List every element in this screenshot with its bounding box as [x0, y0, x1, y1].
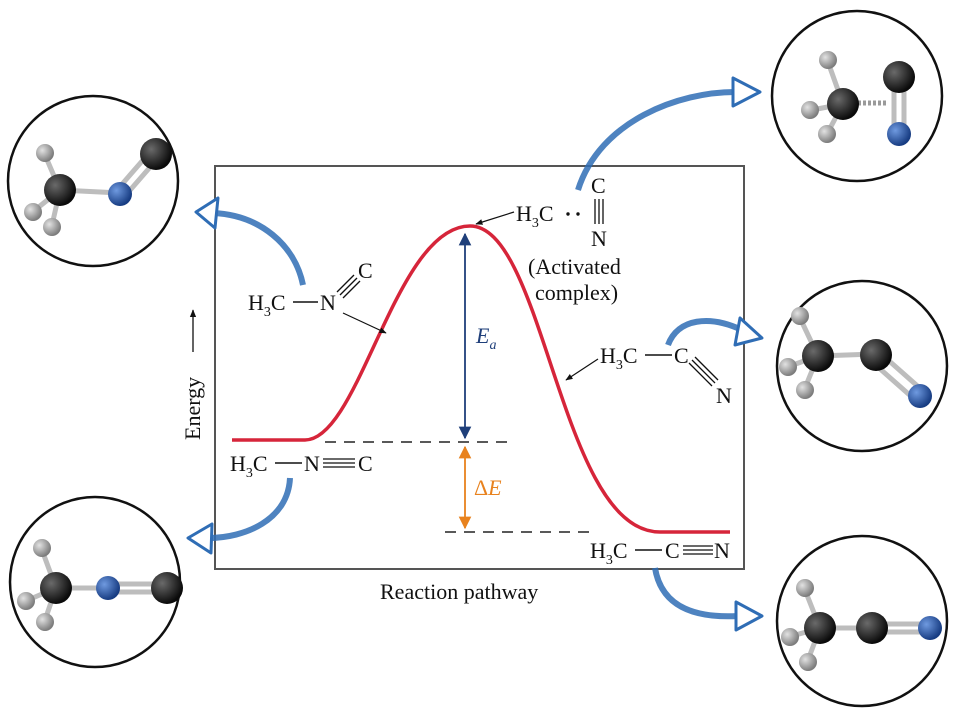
svg-text:(Activated: (Activated	[528, 254, 621, 279]
svg-text:H3C: H3C	[230, 451, 268, 481]
svg-text:N: N	[716, 383, 732, 408]
blue-arrow-product-linear	[652, 567, 764, 632]
svg-text:Energy: Energy	[180, 377, 205, 440]
delta-e-label: ΔE	[474, 475, 502, 500]
svg-text:N: N	[591, 226, 607, 251]
svg-text:N: N	[714, 538, 730, 563]
molecule-model-icon	[775, 279, 949, 453]
reaction-pathway-label: Reaction pathway	[380, 579, 538, 604]
molecule-model-icon	[775, 534, 949, 708]
energy-axis-label: Energy	[180, 309, 205, 440]
svg-text:H3C: H3C	[590, 538, 628, 568]
svg-text:N: N	[320, 290, 336, 315]
reactant-level-label: H3C N C	[230, 451, 373, 481]
reactant-structure-label: H3C N C	[248, 258, 387, 334]
svg-text:C: C	[665, 538, 680, 563]
energy-curve	[232, 224, 730, 534]
plot-frame	[214, 165, 745, 570]
svg-text:C: C	[358, 451, 373, 476]
svg-text:C: C	[358, 258, 373, 283]
blue-arrow-product-bent	[665, 316, 764, 347]
molecule-model-icon	[8, 495, 183, 669]
ea-label: Ea	[475, 323, 496, 353]
blue-arrow-reactant-bent	[194, 196, 306, 286]
activated-complex-label: H3C C N (Activated complex)	[475, 173, 621, 305]
molecule-model-icon	[6, 94, 180, 268]
svg-text:complex): complex)	[535, 280, 618, 305]
svg-text:N: N	[304, 451, 320, 476]
svg-text:C: C	[591, 173, 606, 198]
product-structure-label: H3C C N	[565, 343, 732, 408]
svg-text:H3C: H3C	[248, 290, 286, 320]
svg-text:H3C: H3C	[600, 343, 638, 373]
svg-text:H3C: H3C	[516, 201, 554, 231]
blue-arrow-reactant-linear	[186, 477, 293, 555]
product-level-label: H3C C N	[590, 538, 730, 568]
svg-text:C: C	[674, 343, 689, 368]
blue-arrow-transition	[575, 76, 762, 191]
molecule-model-icon	[770, 9, 944, 183]
